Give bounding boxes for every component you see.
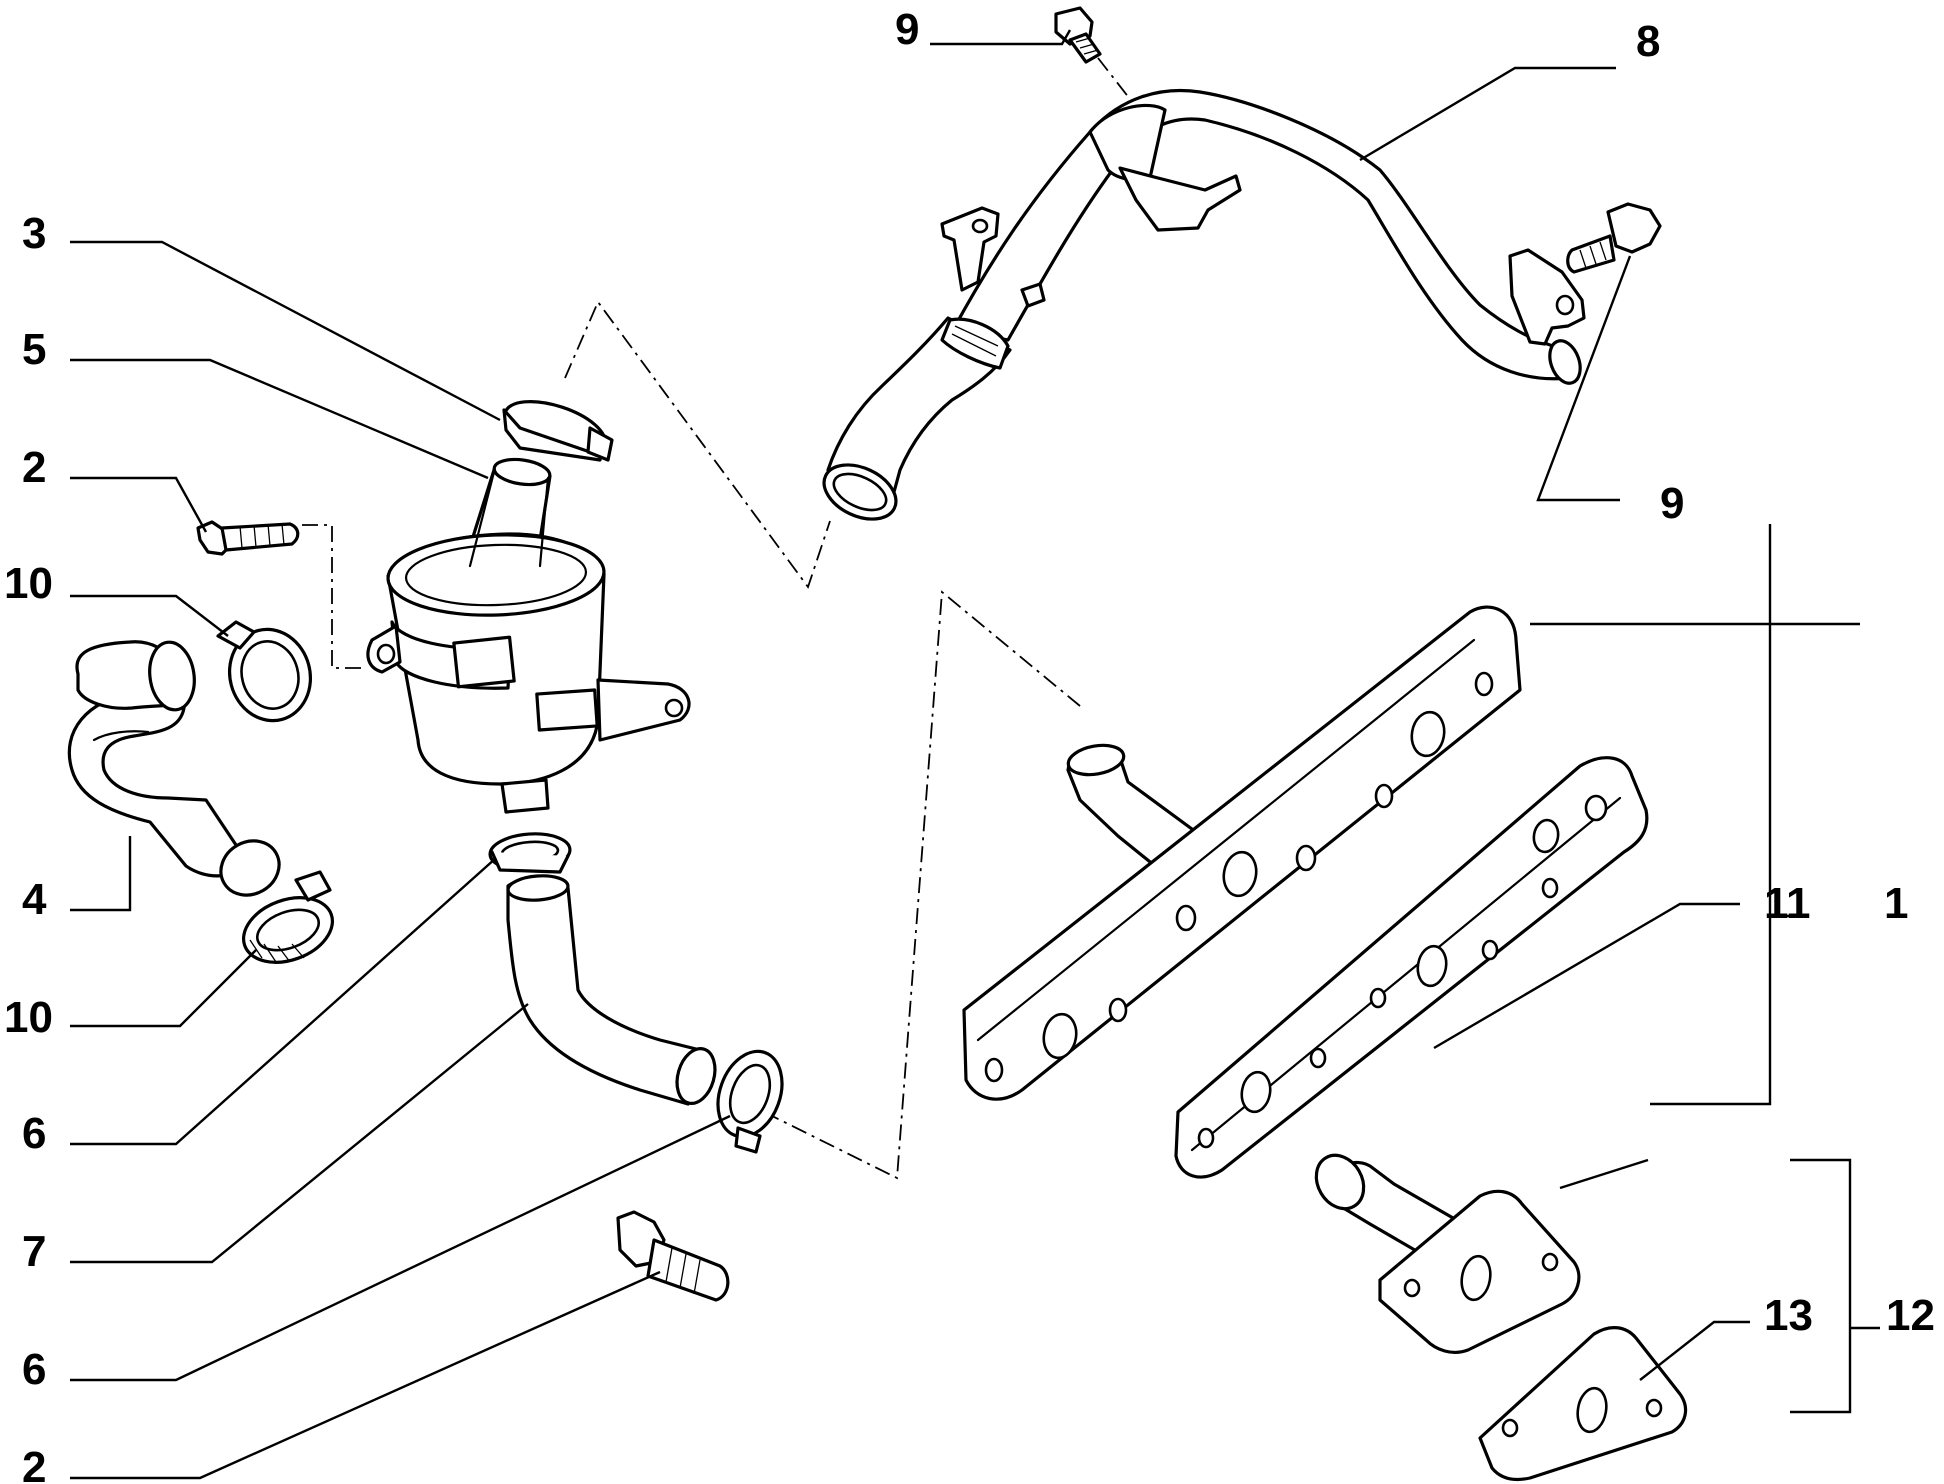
- callout-7: 7: [22, 1227, 46, 1276]
- callout-9-top: 9: [895, 5, 919, 54]
- callout-2-upper: 2: [22, 443, 46, 492]
- part-7-bent-hose: [506, 874, 717, 1106]
- callout-6-upper: 6: [22, 1109, 46, 1158]
- part-3-hose-clamp: [502, 400, 614, 462]
- part-12-small-flange-with-pipe: [1314, 1153, 1581, 1354]
- part-1-flange-plate-with-pipe: [962, 605, 1522, 1101]
- callout-6-lower: 6: [22, 1345, 46, 1394]
- part-2-bolt-lower: [616, 1210, 730, 1302]
- callout-10-lower: 10: [4, 993, 53, 1042]
- callout-4: 4: [22, 875, 47, 924]
- callout-12: 12: [1886, 1291, 1935, 1340]
- part-6-clamp-lower: [716, 1049, 784, 1154]
- callout-1: 1: [1884, 879, 1908, 928]
- part-13-small-gasket: [1478, 1326, 1688, 1482]
- callout-labels: 9 8 3 5 2 10 9 11 1 4 10 6 7 6 2 13 12: [4, 5, 1935, 1484]
- callout-8: 8: [1636, 17, 1660, 66]
- callout-9-right: 9: [1660, 479, 1684, 528]
- part-2-bolt-upper: [196, 520, 300, 556]
- callout-3: 3: [22, 209, 46, 258]
- part-4-bent-hose: [67, 640, 281, 897]
- part-11-gasket: [1174, 756, 1649, 1179]
- part-10-clamp-upper: [216, 620, 313, 723]
- callout-2-lower: 2: [22, 1443, 46, 1484]
- part-6-clamp-upper: [488, 832, 572, 874]
- callout-5: 5: [22, 325, 46, 374]
- callout-11: 11: [1764, 879, 1811, 928]
- leader-lines: [70, 29, 1880, 1480]
- part-5-reservoir-canister: [366, 457, 691, 814]
- part-9-bolt-right: [1566, 202, 1662, 274]
- assembly-guide-lines: [302, 57, 1141, 1180]
- part-10-clamp-lower: [241, 870, 335, 964]
- part-9-bolt-top: [1054, 6, 1102, 64]
- callout-13: 13: [1764, 1291, 1813, 1340]
- callout-10-upper: 10: [4, 559, 53, 608]
- part-8-coolant-pipe: [822, 88, 1586, 521]
